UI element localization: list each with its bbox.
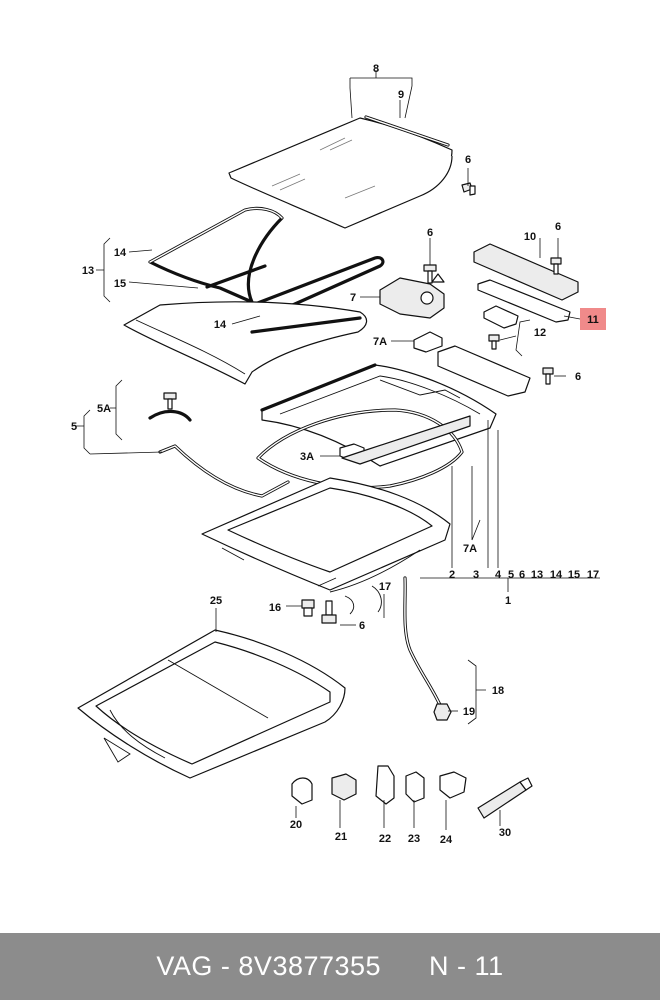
cover-trim-10 (473, 243, 579, 301)
callout-17: 17 (379, 581, 391, 593)
callout-6-crossmember: 6 (575, 371, 581, 383)
guide-strip-11 (477, 279, 571, 323)
callout-11-highlight (580, 308, 606, 330)
callout-17-row: 17 (587, 569, 599, 581)
callout-6-top: 6 (465, 154, 471, 166)
screw (461, 182, 476, 196)
callout-8: 8 (373, 63, 379, 75)
clip-22 (375, 765, 395, 805)
callout-3a: 3A (300, 451, 314, 463)
roof-frame (201, 477, 451, 591)
callout-15-row: 15 (568, 569, 580, 581)
callout-21: 21 (335, 831, 347, 843)
callout-7a-lower: 7A (463, 543, 477, 555)
callout-5-row: 5 (508, 569, 514, 581)
callout-13: 13 (82, 265, 94, 277)
wiring-harness-17 (329, 549, 421, 615)
hose-valve-19 (433, 703, 452, 721)
callout-14-row: 14 (550, 569, 563, 581)
screw-12 (488, 334, 500, 350)
callout-30: 30 (499, 827, 511, 839)
clip-23 (405, 771, 425, 803)
callout-5a: 5A (97, 403, 111, 415)
callout-6-motor: 6 (427, 227, 433, 239)
drain-hose-18 (403, 576, 442, 707)
callout-23: 23 (408, 833, 420, 845)
callout-3: 3 (473, 569, 479, 581)
callout-12: 12 (534, 327, 546, 339)
callout-16: 16 (269, 602, 281, 614)
callout-15: 15 (114, 278, 126, 290)
callout-1: 1 (505, 595, 511, 607)
mechanism-frame (260, 363, 497, 467)
callout-24: 24 (440, 834, 453, 846)
drive-motor (379, 273, 445, 319)
clip-20 (291, 777, 313, 805)
part-number-label: VAG - 8V3877355 N - 11 (156, 951, 504, 981)
clip-24 (439, 771, 467, 799)
screw-16 (301, 599, 315, 617)
callout-9: 9 (398, 89, 404, 101)
callout-11: 11 (587, 314, 599, 326)
frame-tray-25 (77, 629, 346, 779)
callout-6-cover: 6 (555, 221, 561, 233)
screw-crossmember (542, 367, 554, 385)
drain-seal-5 (158, 444, 290, 498)
callout-7: 7 (350, 292, 356, 304)
part-number-footer: VAG - 8V3877355 N - 11 (0, 933, 660, 1000)
inner-panel (123, 301, 368, 385)
callout-labels: 8 9 6 14 13 15 14 6 7 7A 10 6 11 12 6 5 … (71, 63, 599, 846)
callout-20: 20 (290, 819, 302, 831)
bolt-6 (321, 600, 337, 624)
callout-25: 25 (210, 595, 222, 607)
callout-13-row: 13 (531, 569, 543, 581)
clip-12 (483, 305, 519, 329)
bracket-7a (413, 331, 443, 353)
wind-deflector-strip (364, 115, 450, 147)
callout-14-lower: 14 (214, 319, 227, 331)
screw-motor (423, 264, 437, 284)
grease-tube-30 (477, 777, 533, 819)
callout-19: 19 (463, 706, 475, 718)
screw-5a (163, 392, 177, 410)
callout-22: 22 (379, 833, 391, 845)
leader-lines (76, 70, 600, 830)
clip-3a (339, 415, 471, 465)
clip-21 (331, 773, 357, 801)
callout-5: 5 (71, 421, 77, 433)
glass-panel (228, 117, 453, 229)
seal-frame (148, 206, 385, 318)
clip-5a (148, 409, 192, 422)
crossmember (437, 345, 531, 397)
callout-4: 4 (495, 569, 502, 581)
callout-6-row: 6 (519, 569, 525, 581)
callout-2: 2 (449, 569, 455, 581)
callout-6-bolt: 6 (359, 620, 365, 632)
callout-14-upper: 14 (114, 247, 127, 259)
callout-10: 10 (524, 231, 536, 243)
exploded-view-drawing: 8 9 6 14 13 15 14 6 7 7A 10 6 11 12 6 5 … (71, 63, 606, 846)
callout-7a-upper: 7A (373, 336, 387, 348)
callout-18: 18 (492, 685, 504, 697)
